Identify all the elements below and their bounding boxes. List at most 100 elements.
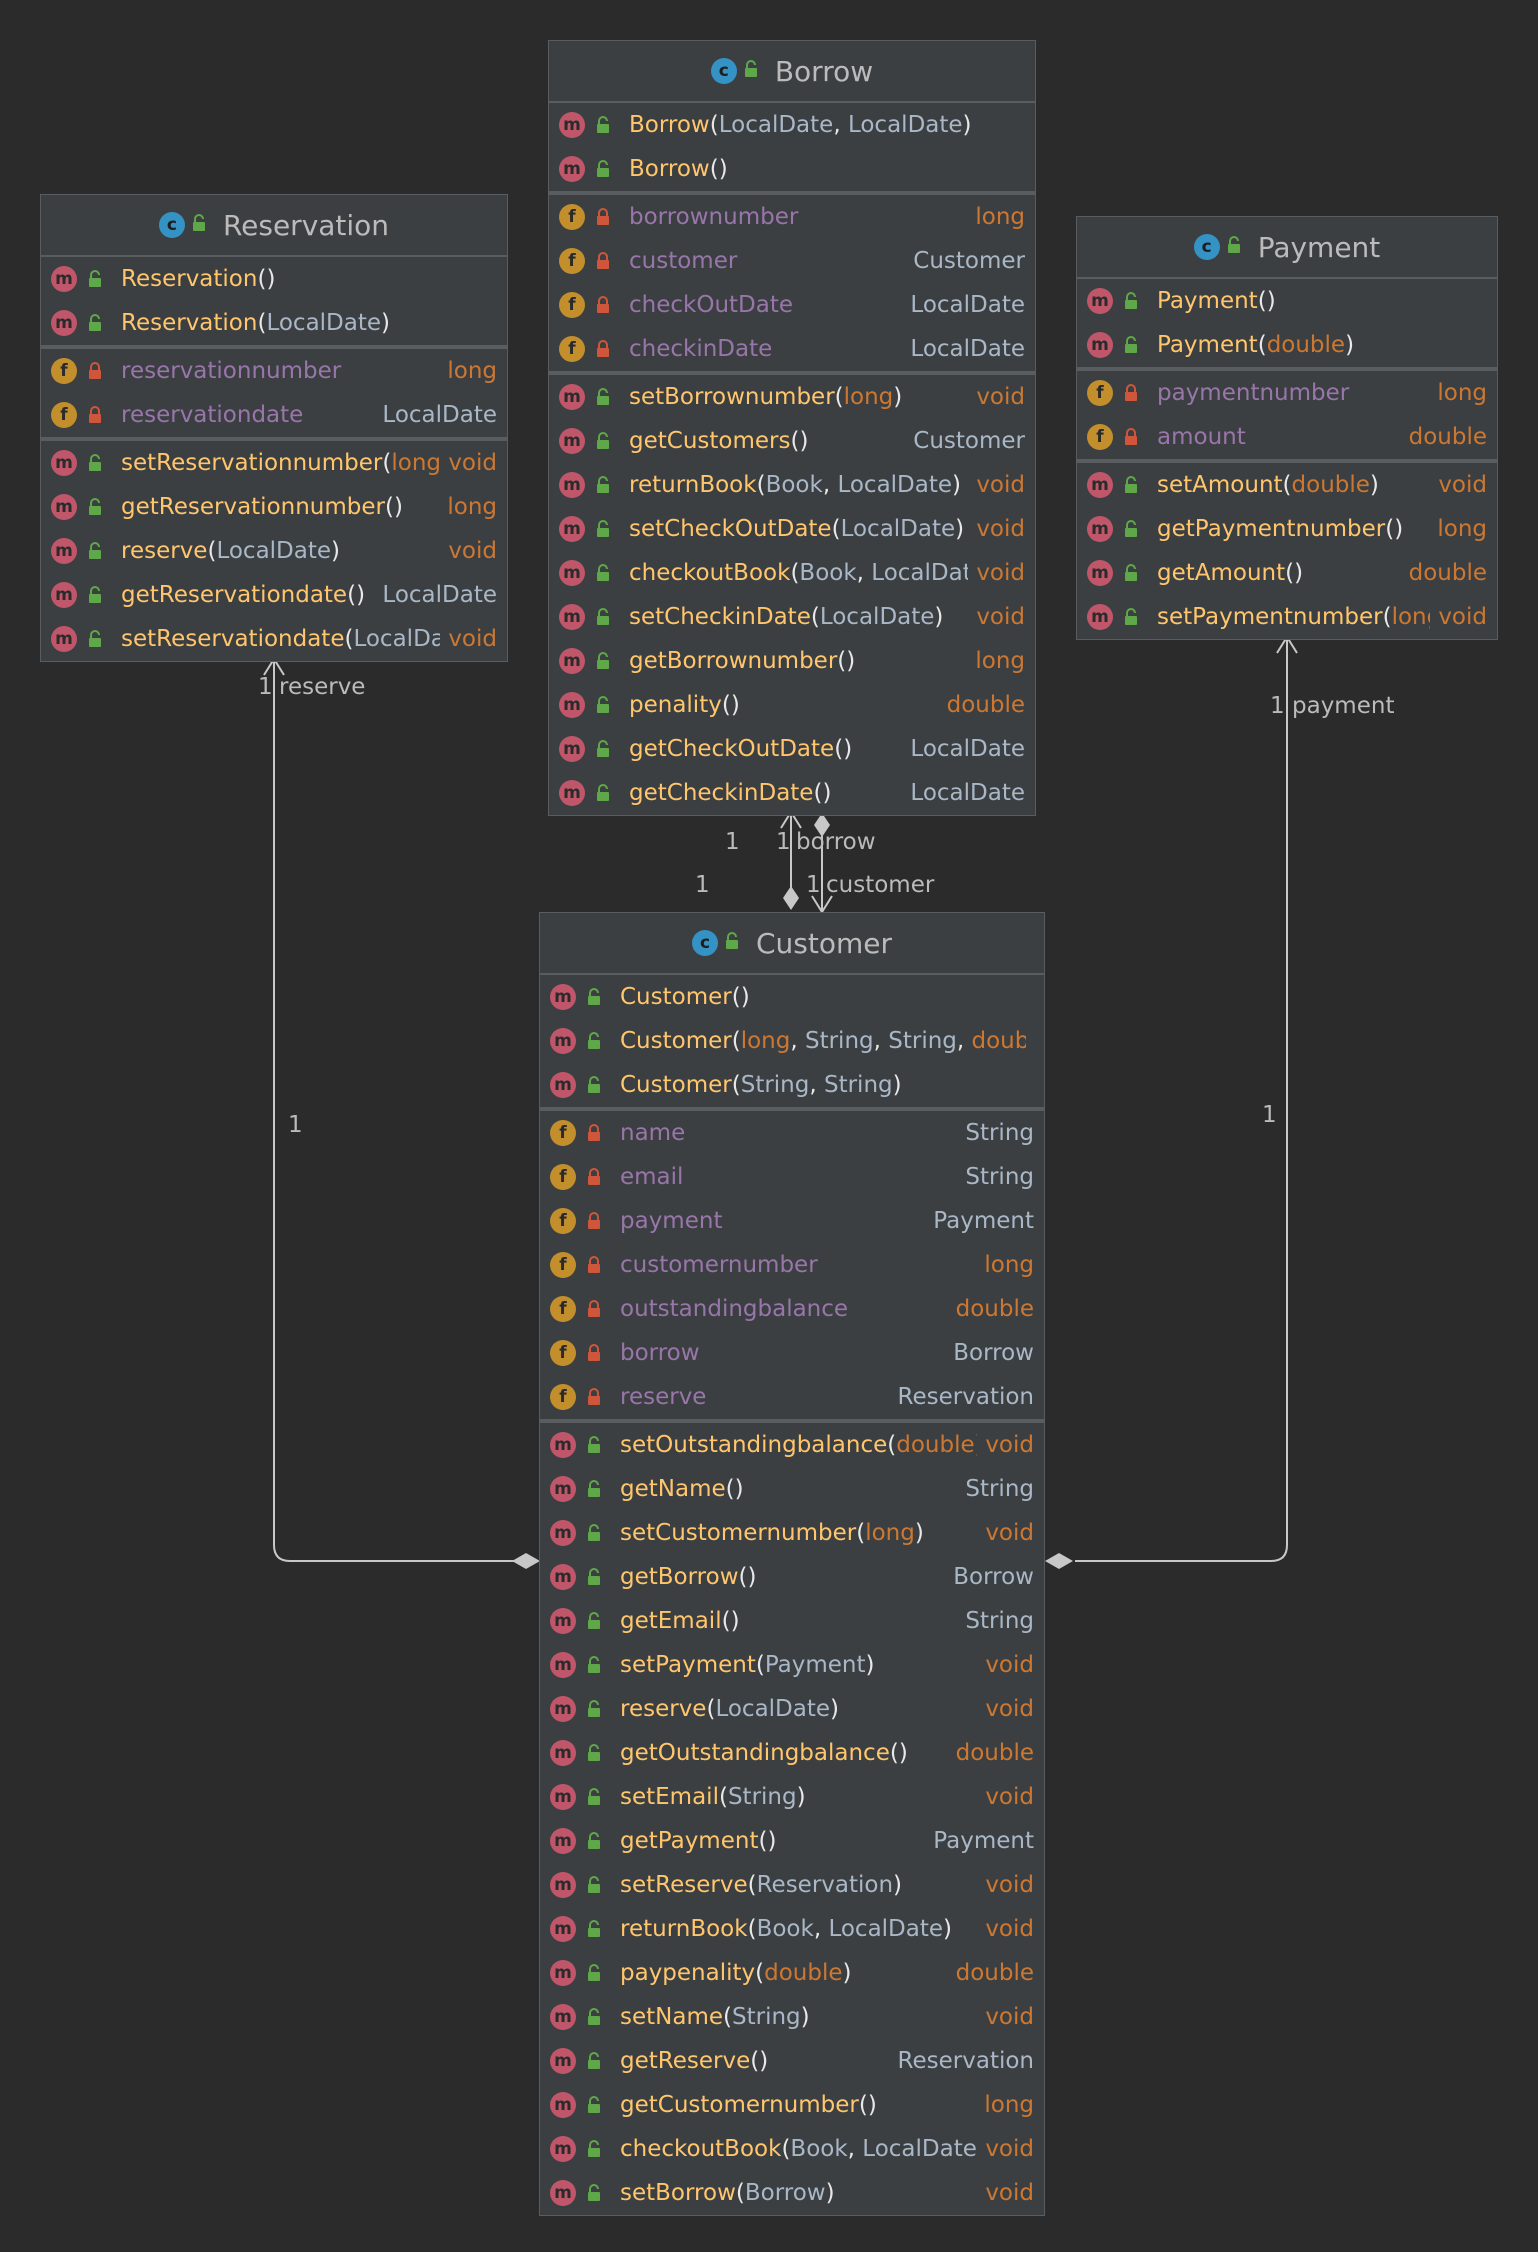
member-type: void — [985, 1696, 1034, 1722]
open-paren: ( — [731, 1028, 741, 1054]
member-signature: setAmount(double) — [1157, 472, 1430, 498]
member-name: getCustomernumber — [620, 2092, 859, 2118]
method-icon: m — [1087, 604, 1113, 630]
private-visibility-icon — [595, 208, 611, 226]
member-name: getReservationdate — [121, 582, 348, 608]
open-paren: ( — [834, 384, 844, 410]
open-paren: ( — [755, 1960, 765, 1986]
public-visibility-icon — [595, 388, 611, 406]
close-paren: ) — [893, 1872, 903, 1898]
method-icon: m — [550, 1696, 576, 1722]
class-icon: c — [710, 58, 737, 84]
param-type: String — [804, 1028, 874, 1054]
member-name: setName — [620, 2004, 724, 2030]
private-visibility-icon — [1123, 384, 1139, 402]
open-paren: ( — [347, 582, 357, 608]
open-paren: ( — [747, 1916, 757, 1942]
close-paren: ) — [718, 156, 728, 182]
member-type: void — [976, 604, 1025, 630]
param-type: LocalDate — [819, 604, 935, 630]
member-type: LocalDate — [910, 736, 1025, 762]
close-paren: ) — [730, 692, 740, 718]
public-visibility-icon — [586, 2184, 602, 2202]
close-paren: ) — [740, 984, 750, 1010]
class-icon: c — [1193, 234, 1220, 260]
member-name: getCheckOutDate — [629, 736, 835, 762]
member-name: Reservation — [121, 310, 258, 336]
member-name: getCustomers — [629, 428, 791, 454]
close-paren: ) — [865, 1652, 875, 1678]
member-type: void — [985, 1520, 1034, 1546]
member-name: getPaymentnumber — [1157, 516, 1386, 542]
member-name: amount — [1157, 424, 1246, 450]
member-type: void — [985, 2180, 1034, 2206]
